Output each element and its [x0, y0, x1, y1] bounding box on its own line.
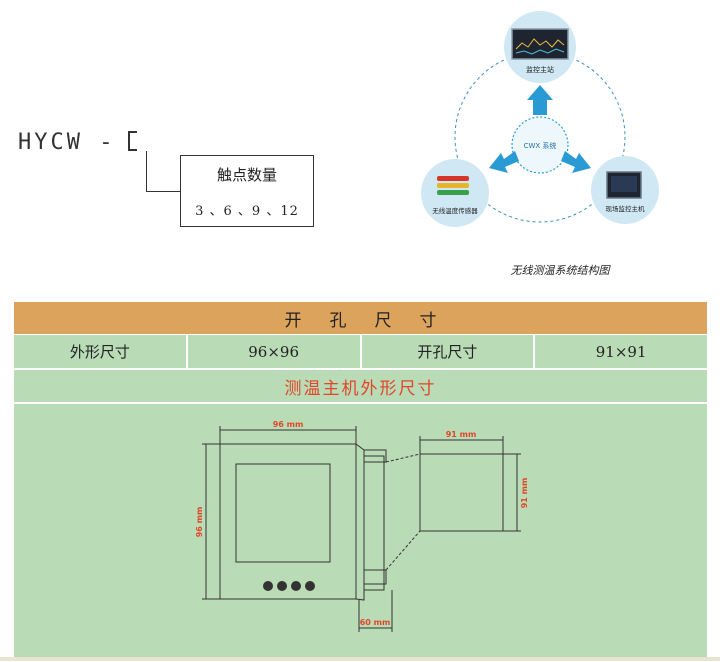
right-node-label: 现场监控主机 [606, 204, 646, 213]
diagram-caption: 无线测温系统结构图 [510, 264, 610, 277]
arrow-right-icon [561, 151, 591, 173]
sensor-icon-yellow [437, 183, 469, 188]
spec-cell: 91×91 [535, 335, 707, 368]
dim-label-height: 96 mm [195, 507, 204, 538]
system-ring [454, 51, 626, 223]
projection-line [385, 530, 421, 571]
arrow-left-icon [489, 151, 519, 173]
device-button [277, 581, 287, 591]
dim-label-depth: 60 mm [360, 618, 391, 627]
device-button [291, 581, 301, 591]
drawing-title: 测温主机外形尺寸 [14, 370, 707, 402]
monitor-trend-line [515, 38, 565, 50]
field-host-screen [611, 176, 637, 192]
device-clip [363, 569, 387, 585]
dimension-drawing-panel: 96 mm 96 mm 91 mm 91 mm 60 mm [14, 404, 707, 658]
connector-line [146, 151, 147, 191]
spec-row: 外形尺寸 96×96 开孔尺寸 91×91 [14, 335, 707, 368]
device-button [263, 581, 273, 591]
contact-count-values: 3 、6 、9 、12 [195, 204, 299, 219]
contact-count-title: 触点数量 [216, 166, 277, 184]
model-bracket [128, 131, 137, 151]
device-button [305, 581, 315, 591]
device-screen [235, 463, 331, 563]
arrow-up-icon [527, 85, 553, 115]
dim-label-width: 96 mm [273, 420, 304, 429]
spec-cell: 开孔尺寸 [361, 335, 536, 368]
spec-cell: 96×96 [187, 335, 362, 368]
projection-line [385, 453, 421, 463]
device-clip [363, 449, 387, 463]
monitor-trend-line-2 [515, 48, 565, 55]
model-code: HYCW - [18, 130, 116, 155]
connector-line [146, 191, 180, 192]
spec-cell: 外形尺寸 [14, 335, 188, 368]
dim-label-cutout-width: 91 mm [446, 430, 477, 439]
sensor-icon-green [437, 190, 469, 195]
device-side-body [355, 443, 365, 601]
device-front-face [219, 443, 357, 600]
center-node [511, 116, 569, 174]
sensor-icon-red [437, 176, 469, 181]
dim-label-cutout-height: 91 mm [520, 478, 529, 509]
left-node-label: 无线温度传感器 [432, 206, 478, 215]
spec-table: 开孔尺寸 外形尺寸 96×96 开孔尺寸 91×91 测温主机外形尺寸 [14, 302, 707, 658]
table-title: 开孔尺寸 [14, 302, 707, 334]
bottom-strip [0, 657, 720, 661]
dimension-drawing: 96 mm 96 mm 91 mm 91 mm 60 mm [195, 420, 529, 632]
contact-count-box: 触点数量 3 、6 、9 、12 [180, 155, 314, 227]
device-case [363, 455, 385, 591]
center-label: CWX 系统 [524, 141, 557, 150]
top-node-label: 监控主站 [526, 65, 554, 74]
cutout-rect [419, 453, 504, 532]
system-structure-diagram: CWX 系统 监控主站 无线温度传感器 现场监控主机 [421, 11, 659, 227]
